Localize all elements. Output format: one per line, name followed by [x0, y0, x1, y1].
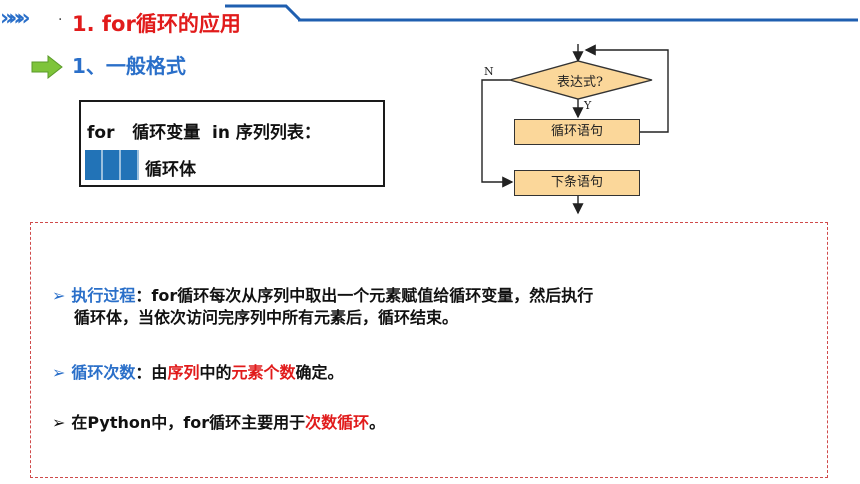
bullet-text: ：for循环每次从序列中取出一个元素赋值给循环变量，然后执行 [135, 286, 594, 305]
bullet-text: 。 [369, 413, 386, 432]
header-dot: · [58, 12, 63, 28]
bullet-text: ：由 [135, 363, 168, 382]
bullet-text: 在Python中，for循环主要用于 [71, 413, 306, 432]
bullet-count: ➢ 循环次数：由序列中的元素个数确定。 [52, 362, 344, 384]
syntax-box: for 循环变量 in 序列列表： 循环体 [79, 100, 385, 187]
flowchart-lines [481, 44, 669, 215]
bullet-text: 循环体，当依次访问完序列中所有元素后，循环结束。 [74, 308, 459, 327]
flow-body-box: 循环语句 [514, 119, 640, 145]
flow-no-label: N [484, 65, 494, 78]
chevron-icon: »»» [0, 6, 31, 31]
description-box [30, 222, 828, 478]
bullet-label: 循环次数 [71, 363, 136, 382]
syntax-body: 循环体 [145, 160, 196, 180]
flow-condition: 表达式? [557, 75, 603, 90]
bullet-python: ➢ 在Python中，for循环主要用于次数循环。 [52, 412, 385, 434]
bullet-marker-icon: ➢ [52, 363, 66, 382]
flowchart: 表达式? N Y 循环语句 下条语句 [470, 40, 700, 220]
bullet-text: 确定。 [295, 363, 344, 382]
flow-yes-label: Y [584, 99, 592, 112]
highlight-text: 元素个数 [231, 363, 296, 382]
indent-marker [85, 150, 139, 180]
flow-next-box: 下条语句 [514, 170, 640, 196]
highlight-text: 次数循环 [305, 413, 370, 432]
section-heading: 1、一般格式 [72, 54, 186, 78]
bullet-label: 执行过程 [71, 286, 136, 305]
page-title: 1. for循环的应用 [72, 12, 241, 36]
bullet-text: 中的 [199, 363, 232, 382]
header-rule [225, 4, 858, 22]
arrow-right-icon [31, 55, 63, 79]
syntax-line: for 循环变量 in 序列列表： [87, 123, 321, 143]
highlight-text: 序列 [167, 363, 200, 382]
bullet-execution: ➢ 执行过程：for循环每次从序列中取出一个元素赋值给循环变量，然后执行 循环体，… [52, 285, 593, 329]
bullet-marker-icon: ➢ [52, 286, 66, 305]
bullet-marker-icon: ➢ [52, 413, 66, 432]
